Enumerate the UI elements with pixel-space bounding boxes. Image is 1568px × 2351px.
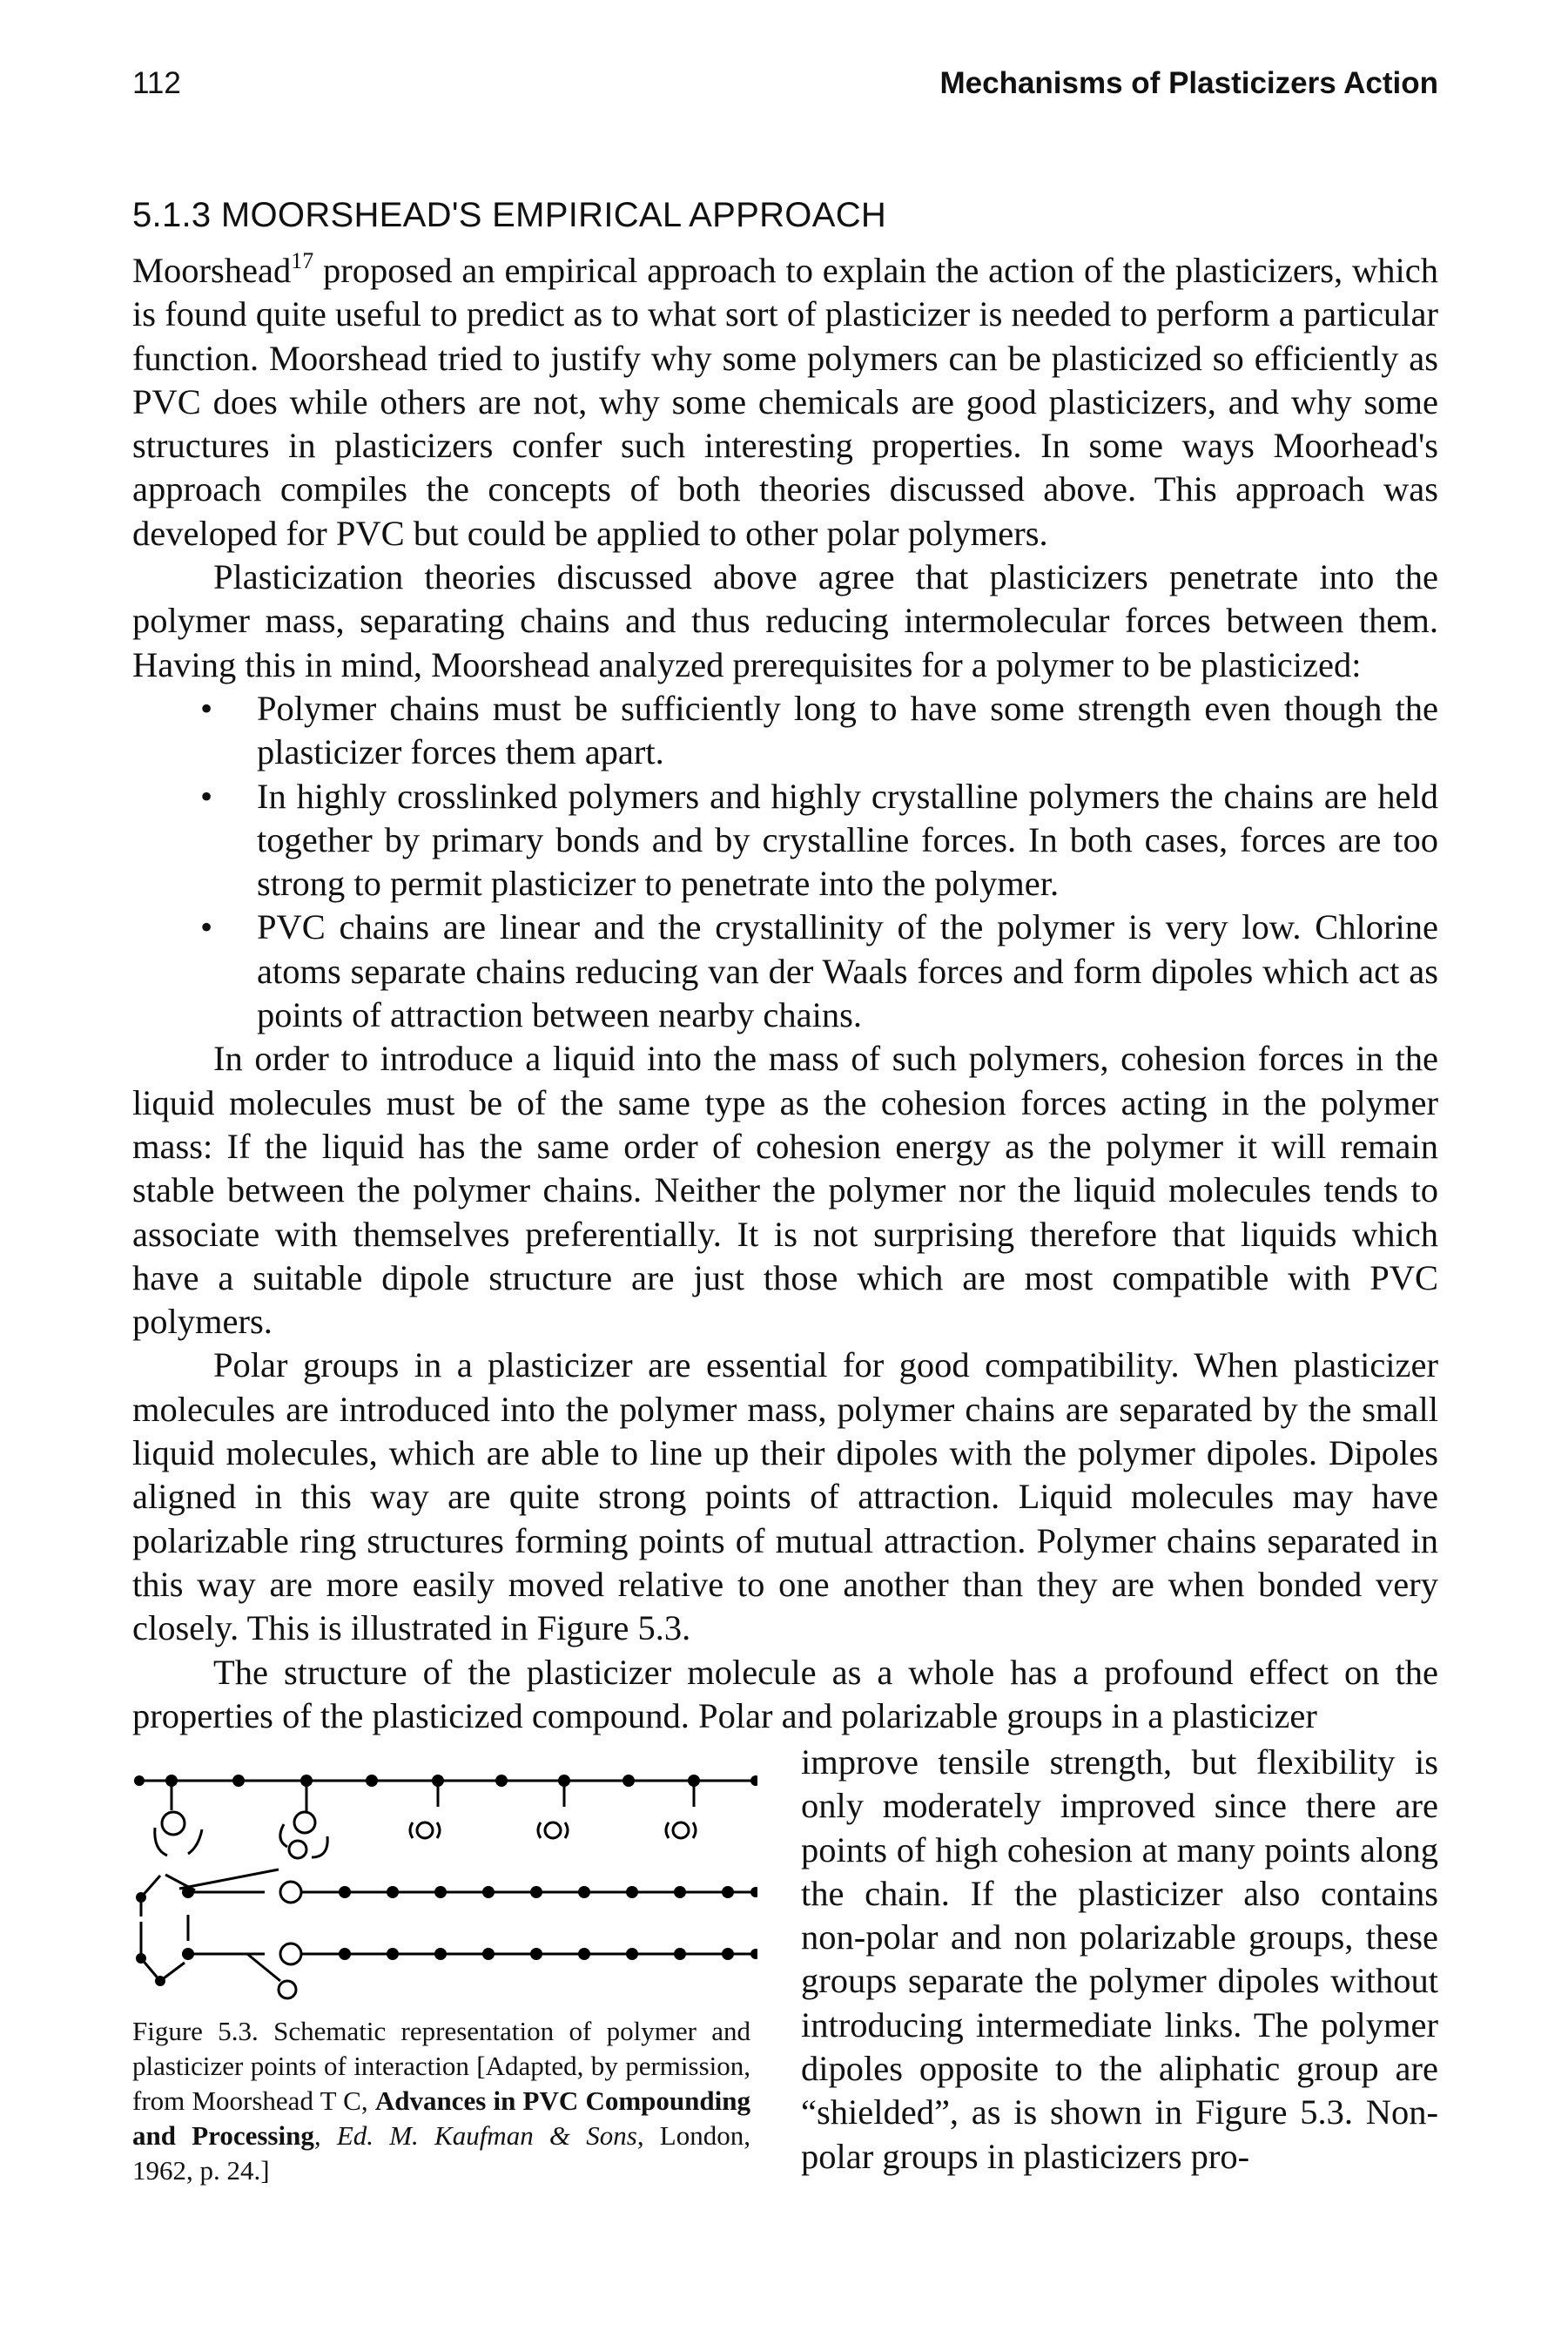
caption-book-title: Advances in PVC Compounding and Processi…	[132, 2085, 750, 2151]
prerequisites-list: Polymer chains must be sufficiently long…	[132, 687, 1438, 1037]
caption-publisher: , Ed. M. Kaufman & Sons	[313, 2120, 637, 2151]
polymer-plasticizer-schematic	[134, 1775, 757, 2000]
body-text: Moorshead17 proposed an empirical approa…	[132, 249, 1438, 1738]
list-item: In highly crosslinked polymers and highl…	[132, 775, 1438, 906]
intro-author: Moorshead	[132, 251, 292, 290]
paragraph-structure-lead: The structure of the plasticizer molecul…	[132, 1652, 1438, 1735]
page-number: 112	[132, 66, 181, 100]
paragraph-prerequisites: Plasticization theories discussed above …	[132, 557, 1438, 684]
caption-lead: Figure 5.3. Schematic representation of …	[132, 2016, 750, 2116]
reference-superscript: 17	[291, 248, 314, 273]
running-title: Mechanisms of Plasticizers Action	[939, 66, 1439, 100]
paragraph-cohesion: In order to introduce a liquid into the …	[132, 1039, 1438, 1342]
section-heading: 5.1.3 MOORSHEAD'S EMPIRICAL APPROACH	[132, 196, 887, 234]
figure-caption: Figure 5.3. Schematic representation of …	[132, 2014, 750, 2188]
paragraph-structure-wrap: improve tensile strength, but flexibilit…	[801, 1742, 1438, 2176]
paragraph-polar-groups: Polar groups in a plasticizer are essent…	[132, 1345, 1438, 1648]
figure-5-3: Figure 5.3. Schematic representation of …	[132, 1741, 759, 2211]
intro-rest: proposed an empirical approach to explai…	[132, 251, 1438, 553]
running-head: 112 Mechanisms of Plasticizers Action	[132, 66, 1438, 110]
list-item: PVC chains are linear and the crystallin…	[132, 906, 1438, 1037]
list-item: Polymer chains must be sufficiently long…	[132, 687, 1438, 775]
caption-tail: , London, 1962, p. 24.]	[132, 2120, 750, 2186]
intro-paragraph: Moorshead17 proposed an empirical approa…	[132, 249, 1438, 556]
